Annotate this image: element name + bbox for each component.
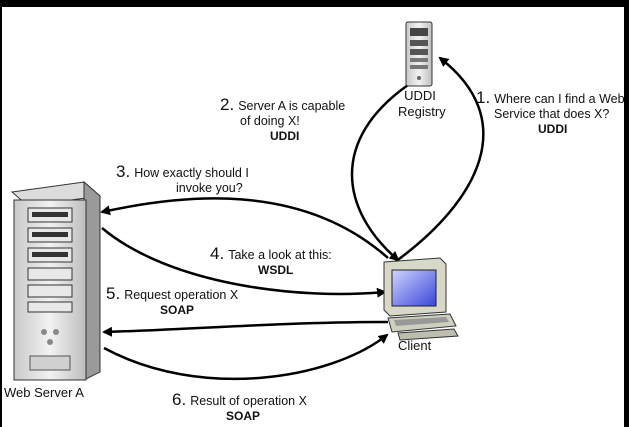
step-2-protocol: UDDI bbox=[270, 129, 300, 143]
arrow-step-6 bbox=[103, 333, 389, 381]
step-3-line1: How exactly should I bbox=[134, 166, 249, 180]
uddi-registry-label-line1: UDDI bbox=[404, 88, 436, 103]
step-6-number: 6. bbox=[172, 390, 187, 409]
web-server-icon bbox=[10, 180, 102, 381]
step-2-label: 2.Server A is capable of doing X! UDDI bbox=[220, 95, 346, 144]
step-5-number: 5. bbox=[106, 284, 121, 303]
step-1-line1: Where can I find a Web bbox=[494, 92, 625, 106]
arrow-step-1 bbox=[394, 56, 485, 264]
arrow-step-4 bbox=[101, 227, 387, 298]
step-6-line1: Result of operation X bbox=[190, 394, 307, 408]
step-5-protocol: SOAP bbox=[160, 303, 195, 317]
arrow-step-3 bbox=[100, 197, 389, 259]
step-4-label: 4.Take a look at this: WSDL bbox=[210, 244, 332, 278]
uddi-registry-icon bbox=[405, 21, 433, 87]
step-1-number: 1. bbox=[476, 88, 491, 107]
arrow-step-2 bbox=[350, 83, 409, 262]
arrow-step-5 bbox=[102, 320, 389, 337]
frame-border-right bbox=[624, 0, 629, 427]
step-5-label: 5.Request operation X SOAP bbox=[106, 284, 239, 318]
step-3-label: 3.How exactly should I invoke you? bbox=[116, 162, 249, 196]
step-4-number: 4. bbox=[210, 244, 225, 263]
step-6-protocol: SOAP bbox=[226, 409, 261, 423]
frame-border-left bbox=[0, 0, 2, 427]
step-2-line2: of doing X! bbox=[240, 114, 300, 128]
client-label: Client bbox=[398, 338, 432, 353]
step-4-protocol: WSDL bbox=[258, 263, 294, 277]
uddi-registry-label-line2: Registry bbox=[398, 104, 446, 119]
step-3-number: 3. bbox=[116, 162, 131, 181]
step-1-line2: Service that does X? bbox=[494, 107, 610, 121]
step-5-line1: Request operation X bbox=[124, 288, 239, 302]
web-server-label: Web Server A bbox=[4, 385, 84, 400]
step-1-protocol: UDDI bbox=[538, 122, 568, 136]
step-1-label: 1.Where can I find a Web Service that do… bbox=[476, 88, 625, 137]
uddi-registry-label: UDDI Registry bbox=[398, 88, 446, 120]
frame-border-top bbox=[0, 0, 629, 7]
client-computer-icon bbox=[383, 257, 459, 341]
step-6-label: 6.Result of operation X SOAP bbox=[172, 390, 307, 424]
step-2-line1: Server A is capable bbox=[238, 99, 346, 113]
step-4-line1: Take a look at this: bbox=[228, 248, 332, 262]
step-2-number: 2. bbox=[220, 95, 235, 114]
step-3-line2: invoke you? bbox=[176, 181, 243, 195]
